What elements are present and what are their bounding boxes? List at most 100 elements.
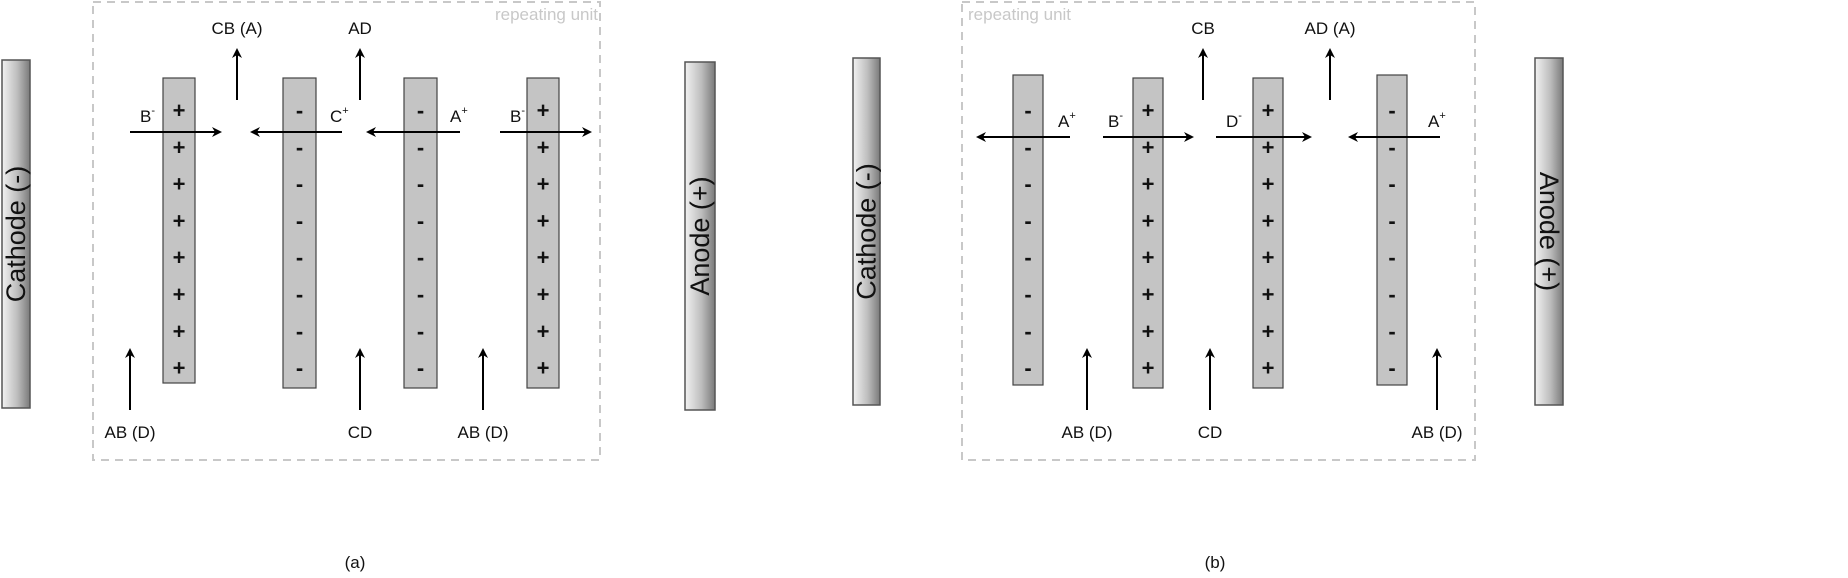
charge-sign: + bbox=[173, 135, 186, 160]
ion-symbol: A bbox=[450, 107, 462, 126]
ion-charge: + bbox=[461, 105, 467, 117]
panel-b: repeating unit (b) Cathode (-) Anode (+) - - -… bbox=[852, 1, 1564, 572]
cation-exchange-membrane: -------- bbox=[1376, 74, 1408, 386]
ion-label: D- bbox=[1226, 110, 1242, 131]
charge-sign: + bbox=[1262, 98, 1275, 123]
charge-sign: - bbox=[296, 245, 303, 270]
repeating-unit-box bbox=[961, 1, 1476, 461]
charge-sign: + bbox=[173, 282, 186, 307]
charge-sign: - bbox=[1024, 245, 1031, 270]
charge-sign: + bbox=[1262, 319, 1275, 344]
ion-label: A+ bbox=[450, 105, 468, 126]
charge-sign: - bbox=[1024, 356, 1031, 381]
charge-sign: + bbox=[1142, 282, 1155, 307]
charge-sign: + bbox=[1142, 135, 1155, 160]
ion-charge: - bbox=[521, 105, 525, 117]
cation-exchange-membrane: -------- bbox=[403, 77, 438, 389]
charge-sign: - bbox=[1024, 135, 1031, 160]
charge-sign: + bbox=[1142, 356, 1155, 381]
charge-sign: - bbox=[1388, 245, 1395, 270]
charge-sign: - bbox=[417, 245, 424, 270]
charge-sign: - bbox=[296, 208, 303, 233]
charge-sign: - bbox=[1024, 172, 1031, 197]
charge-sign: + bbox=[537, 98, 550, 123]
charge-sign: + bbox=[537, 135, 550, 160]
inlet-label: CD bbox=[1198, 423, 1223, 442]
charge-sign: + bbox=[537, 319, 550, 344]
repeating-unit-label: repeating unit bbox=[495, 5, 598, 24]
ion-label: A+ bbox=[1058, 110, 1076, 131]
ion-charge: - bbox=[1119, 110, 1123, 122]
cathode-electrode bbox=[852, 57, 881, 406]
charge-sign: - bbox=[296, 98, 303, 123]
charge-sign: + bbox=[1142, 319, 1155, 344]
charge-sign: + bbox=[173, 172, 186, 197]
charge-sign: - bbox=[1024, 319, 1031, 344]
ion-charge: + bbox=[1439, 110, 1445, 122]
ion-label: B- bbox=[140, 105, 155, 126]
charge-sign: + bbox=[173, 319, 186, 344]
ion-charge: - bbox=[1238, 110, 1242, 122]
ion-label: B- bbox=[510, 105, 525, 126]
ion-symbol: A bbox=[1058, 112, 1070, 131]
ion-symbol: B bbox=[140, 107, 151, 126]
charge-sign: - bbox=[417, 356, 424, 381]
anode-label: Anode (+) bbox=[685, 176, 715, 295]
charge-sign: + bbox=[537, 282, 550, 307]
inlet-label: CD bbox=[348, 423, 373, 442]
charge-sign: - bbox=[296, 135, 303, 160]
charge-sign: + bbox=[1262, 245, 1275, 270]
ion-charge: + bbox=[342, 105, 348, 117]
anion-exchange-membrane: ++++++++ bbox=[526, 77, 560, 389]
cation-exchange-membrane: -------- bbox=[1012, 74, 1044, 386]
charge-sign: - bbox=[1024, 98, 1031, 123]
charge-sign: + bbox=[173, 356, 186, 381]
anode-electrode bbox=[1534, 57, 1564, 406]
ion-symbol: C bbox=[330, 107, 342, 126]
charge-sign: + bbox=[1142, 245, 1155, 270]
outlet-label: AD (A) bbox=[1305, 19, 1356, 38]
cathode-label: Cathode (-) bbox=[852, 163, 882, 300]
outlet-label: CB (A) bbox=[212, 19, 263, 38]
charge-sign: + bbox=[1262, 135, 1275, 160]
inlet-label: AB (D) bbox=[105, 423, 156, 442]
anion-exchange-membrane: ++++++++ bbox=[1132, 77, 1164, 389]
ion-symbol: B bbox=[510, 107, 521, 126]
repeating-unit-label: repeating unit bbox=[968, 5, 1071, 24]
ion-charge: + bbox=[1069, 110, 1075, 122]
charge-sign: + bbox=[1142, 208, 1155, 233]
inlet-label: AB (D) bbox=[458, 423, 509, 442]
charge-sign: - bbox=[296, 282, 303, 307]
ion-label: A+ bbox=[1428, 110, 1446, 131]
charge-sign: - bbox=[1388, 135, 1395, 160]
anion-exchange-membrane: ++++++++ bbox=[162, 77, 196, 384]
panel-caption: (b) bbox=[1205, 553, 1226, 572]
ion-symbol: D bbox=[1226, 112, 1238, 131]
charge-sign: - bbox=[296, 356, 303, 381]
charge-sign: + bbox=[173, 245, 186, 270]
charge-sign: - bbox=[1388, 98, 1395, 123]
anode-label: Anode (+) bbox=[1534, 172, 1564, 291]
charge-sign: + bbox=[1142, 98, 1155, 123]
charge-sign: - bbox=[417, 282, 424, 307]
ion-label: C+ bbox=[330, 105, 349, 126]
panel-caption: (a) bbox=[345, 553, 366, 572]
ion-label: B- bbox=[1108, 110, 1123, 131]
outlet-label: AD bbox=[348, 19, 372, 38]
charge-sign: - bbox=[417, 319, 424, 344]
charge-sign: + bbox=[537, 245, 550, 270]
charge-sign: - bbox=[296, 172, 303, 197]
inlet-label: AB (D) bbox=[1412, 423, 1463, 442]
charge-sign: - bbox=[1388, 208, 1395, 233]
charge-sign: + bbox=[537, 356, 550, 381]
repeating-unit-box bbox=[92, 1, 601, 461]
charge-sign: - bbox=[1388, 172, 1395, 197]
charge-sign: + bbox=[537, 172, 550, 197]
charge-sign: - bbox=[1388, 319, 1395, 344]
outlet-label: CB bbox=[1191, 19, 1215, 38]
anion-exchange-membrane: ++++++++ bbox=[1252, 77, 1284, 389]
inlet-label: AB (D) bbox=[1062, 423, 1113, 442]
charge-sign: + bbox=[173, 208, 186, 233]
cathode-electrode bbox=[1, 59, 31, 409]
